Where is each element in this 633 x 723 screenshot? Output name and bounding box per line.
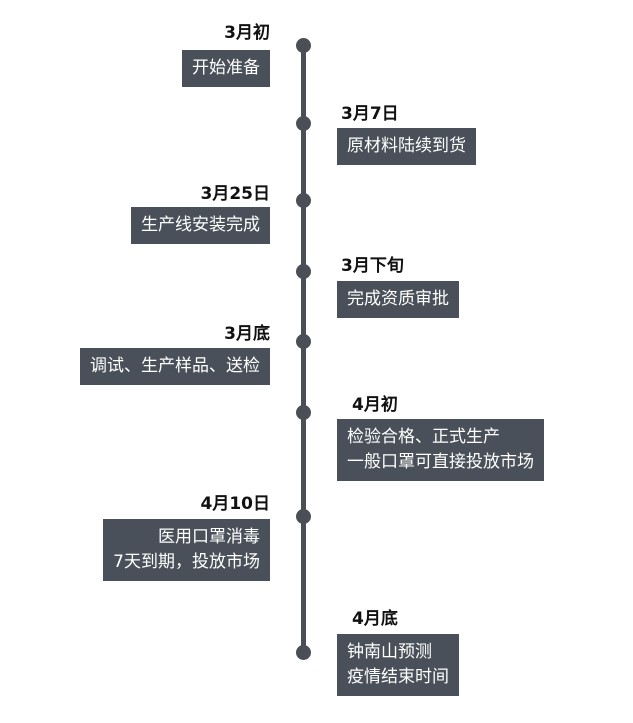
event-box: 完成资质审批 <box>337 281 459 318</box>
event-text: 开始准备 <box>192 58 260 78</box>
timeline-dot <box>296 38 311 53</box>
event-date: 3月初 <box>224 23 270 43</box>
event-date: 4月初 <box>352 395 398 415</box>
event-box: 开始准备 <box>182 50 270 87</box>
timeline-axis <box>301 44 306 654</box>
event-box: 检验合格、正式生产 一般口罩可直接投放市场 <box>337 419 544 481</box>
timeline-dot <box>296 193 311 208</box>
timeline-dot <box>296 405 311 420</box>
event-text: 原材料陆续到货 <box>347 136 466 156</box>
timeline-dot <box>296 334 311 349</box>
event-box: 生产线安装完成 <box>131 207 270 244</box>
event-text: 一般口罩可直接投放市场 <box>347 452 534 472</box>
timeline-dot <box>296 116 311 131</box>
event-date: 3月底 <box>224 324 270 344</box>
event-text: 完成资质审批 <box>347 289 449 309</box>
timeline-dot <box>296 264 311 279</box>
event-text: 医用口罩消毒 <box>158 527 260 547</box>
event-date: 3月下旬 <box>341 256 404 276</box>
event-box: 原材料陆续到货 <box>337 128 476 165</box>
event-text: 钟南山预测 <box>347 642 432 662</box>
event-text: 调试、生产样品、送检 <box>90 356 260 376</box>
event-box: 钟南山预测 疫情结束时间 <box>337 634 459 696</box>
event-text: 生产线安装完成 <box>141 215 260 235</box>
event-box: 调试、生产样品、送检 <box>80 348 270 385</box>
event-text: 检验合格、正式生产 <box>347 427 500 447</box>
event-text: 疫情结束时间 <box>347 667 449 687</box>
timeline-dot <box>296 645 311 660</box>
event-date: 3月7日 <box>341 104 399 124</box>
event-box: 医用口罩消毒 7天到期，投放市场 <box>103 519 270 581</box>
event-date: 4月10日 <box>200 494 271 514</box>
event-text: 7天到期，投放市场 <box>113 552 260 572</box>
event-date: 3月25日 <box>200 184 271 204</box>
timeline-dot <box>296 509 311 524</box>
event-date: 4月底 <box>352 609 398 629</box>
